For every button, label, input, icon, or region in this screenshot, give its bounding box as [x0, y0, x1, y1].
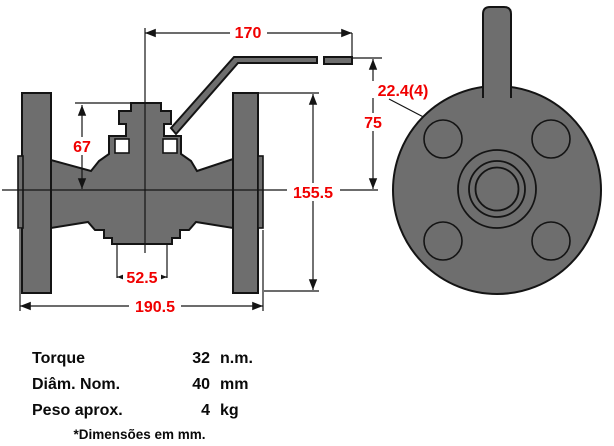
label-mask	[361, 113, 386, 131]
dimension-port-width: 52.5	[117, 268, 167, 287]
bore-outer-ring	[468, 160, 526, 218]
gland-notch-right	[162, 138, 178, 154]
bolt-hole-top-right	[531, 119, 571, 159]
dimension-handle-height: 75	[352, 57, 386, 189]
left-raised-face	[17, 155, 24, 229]
valve-technical-drawing: 170 67 75 155.5	[2, 6, 602, 316]
spec-unit: mm	[220, 376, 249, 393]
handle-lever	[169, 56, 318, 136]
label-mask	[69, 137, 95, 155]
spec-value: 40	[192, 376, 210, 393]
dimension-body-top-height: 67	[69, 102, 130, 189]
dimension-handle-length: 170	[145, 24, 353, 56]
dimension-label-170: 170	[235, 25, 262, 42]
spec-row-weight: Peso aprox. 4 kg	[32, 398, 247, 424]
front-view	[392, 6, 602, 295]
spec-value: 32	[192, 350, 210, 367]
dimension-bolt-holes: 22.4(4)	[368, 81, 438, 123]
spec-row-torque: Torque 32 n.m.	[32, 346, 253, 372]
dimensions: 170 67 75 155.5	[19, 24, 438, 316]
right-raised-face	[257, 155, 264, 229]
dimension-label-67: 67	[73, 139, 91, 156]
bore-inner-ring	[474, 166, 520, 212]
bolt-hole-bottom-left	[423, 221, 463, 261]
spec-label: Torque	[32, 350, 86, 367]
bolt-hole-bottom-right	[531, 221, 571, 261]
label-mask	[129, 297, 181, 315]
dimension-label-155-5: 155.5	[293, 185, 333, 202]
handle-end-on	[482, 6, 512, 98]
label-mask	[230, 24, 267, 41]
handle-tip	[323, 56, 353, 65]
spec-unit: kg	[220, 402, 239, 419]
spec-label: Peso aprox.	[32, 402, 123, 419]
spec-label: Diâm. Nom.	[32, 376, 121, 393]
dimension-flange-diameter: 155.5	[258, 92, 340, 292]
spec-table: Torque 32 n.m. Diâm. Nom. 40 mm Peso apr…	[32, 346, 253, 442]
raised-face-ring	[457, 149, 537, 229]
dimension-label-190-5: 190.5	[135, 299, 175, 316]
dimension-label-22-4: 22.4(4)	[378, 83, 429, 100]
left-flange	[21, 92, 52, 294]
label-mask	[368, 81, 438, 98]
side-view	[2, 28, 378, 294]
label-mask	[287, 183, 340, 201]
dimension-overall-length: 190.5	[19, 229, 264, 316]
dimension-label-75: 75	[364, 115, 382, 132]
label-mask	[123, 268, 161, 286]
spec-value: 4	[201, 402, 210, 419]
right-flange	[232, 92, 259, 294]
gland-notch-left	[114, 138, 130, 154]
flange-face	[392, 85, 602, 295]
valve-handle	[169, 56, 353, 136]
dimensions-footnote: *Dimensões em mm.	[73, 427, 206, 442]
spec-row-nominal-diameter: Diâm. Nom. 40 mm	[32, 372, 249, 398]
dimension-label-52-5: 52.5	[126, 270, 157, 287]
bolt-hole-top-left	[423, 119, 463, 159]
spec-unit: n.m.	[220, 350, 253, 367]
valve-body	[50, 102, 234, 245]
